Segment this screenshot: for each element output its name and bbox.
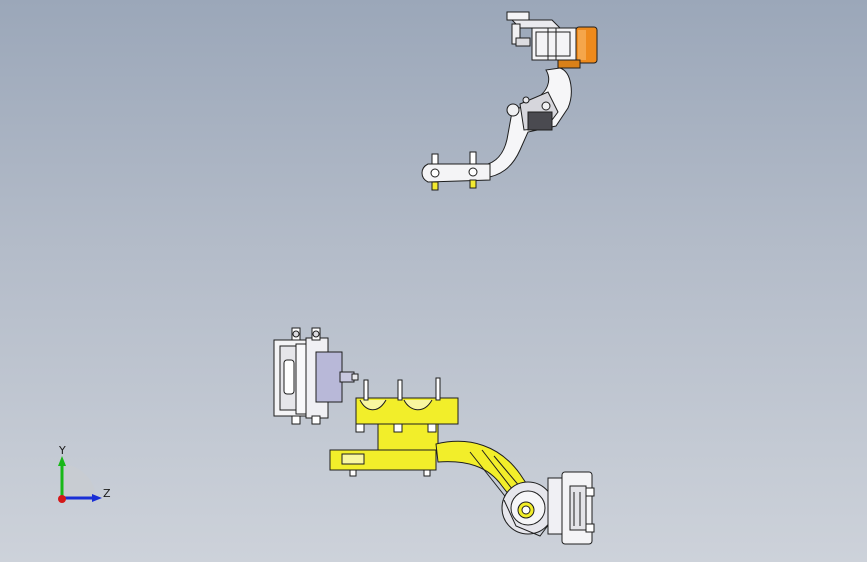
lower-mount-assembly[interactable]: [273, 327, 595, 545]
upper-bolt-plate: [421, 151, 491, 191]
triad-z-label: Z: [103, 487, 111, 500]
lower-flange-unit: [273, 327, 359, 425]
triad-sector: [62, 464, 96, 498]
upper-arm: [469, 67, 572, 179]
orientation-triad: Y Z: [58, 444, 111, 503]
upper-rubber-mount: [531, 26, 598, 69]
triad-y-arrow: [58, 456, 66, 466]
triad-z-arrow: [92, 494, 102, 502]
triad-y-label: Y: [58, 444, 66, 457]
upper-mount-assembly[interactable]: [421, 11, 598, 191]
lower-end-mount: [547, 471, 595, 545]
triad-x-axis-dot: [58, 495, 66, 503]
upper-bracket: [506, 11, 562, 47]
lower-pivot-joint: [501, 481, 555, 537]
